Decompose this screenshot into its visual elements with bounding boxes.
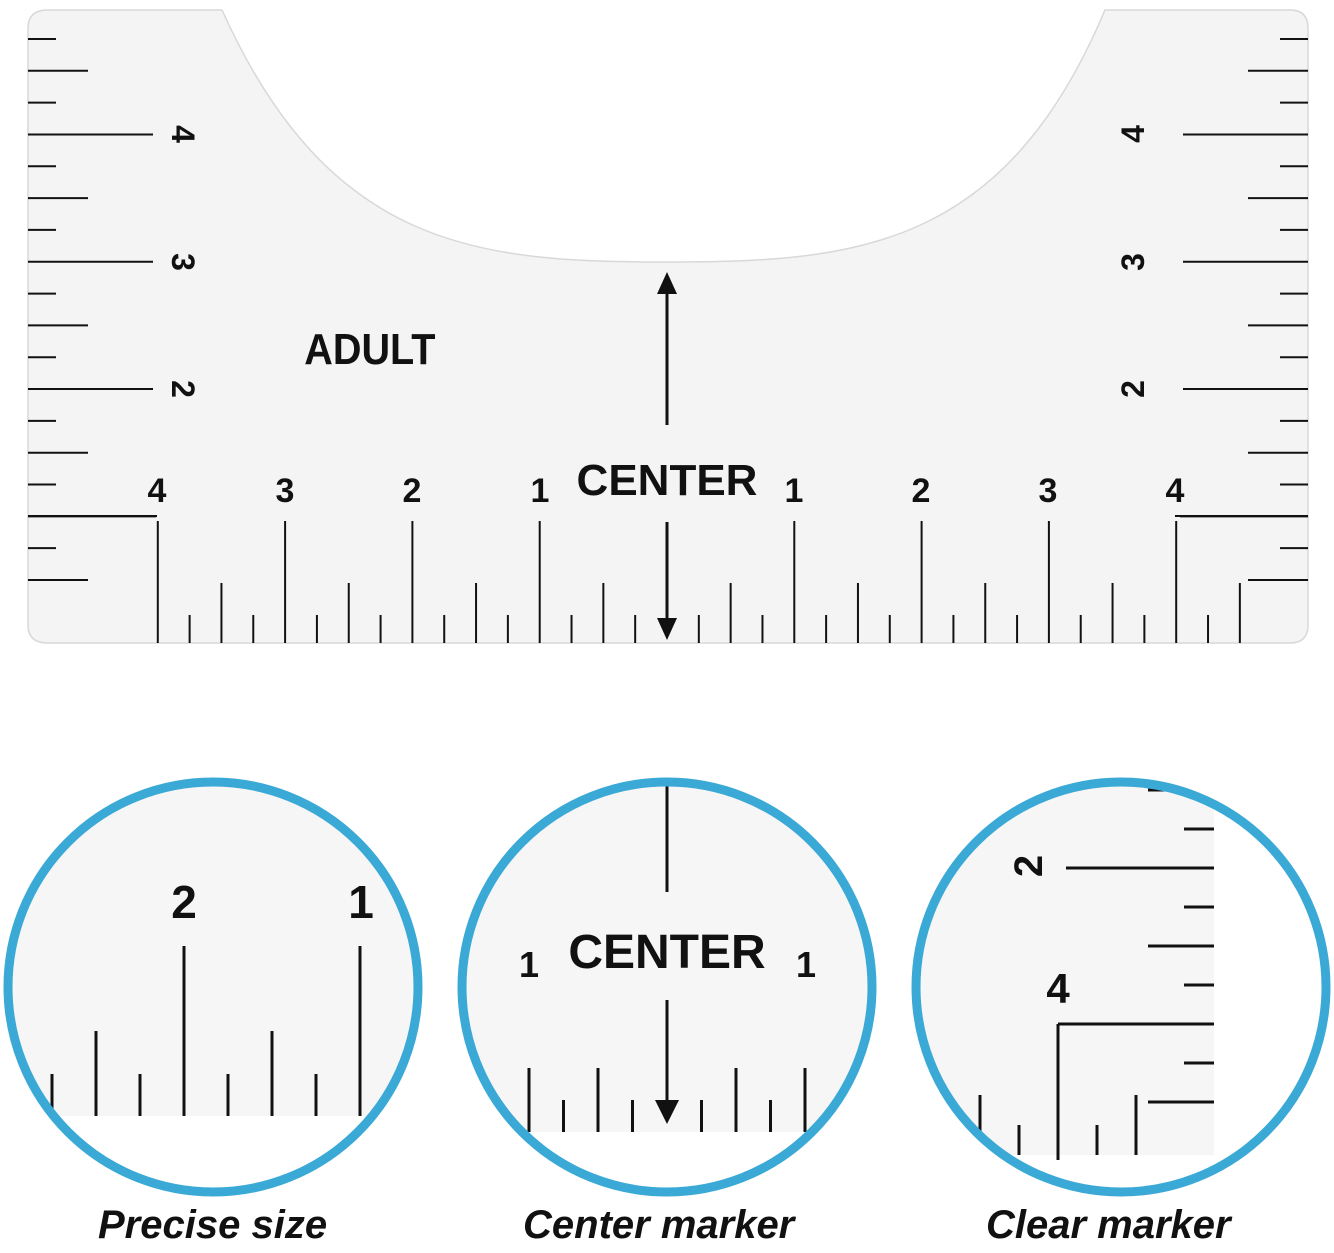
size-label: ADULT — [304, 324, 436, 373]
bottom-number-left-1: 1 — [531, 472, 550, 510]
center-arrow — [657, 272, 677, 640]
detail-circle-precise-size: 2 1 — [3, 777, 423, 1197]
bottom-number-left-3: 3 — [276, 472, 295, 510]
zoom-ticks-a — [8, 946, 406, 1116]
right-side-number-2: 2 — [1115, 380, 1151, 398]
tshirt-alignment-ruler: ADULT CENTER 4 3 2 1 1 2 3 4 4 3 2 4 3 2 — [27, 9, 1309, 644]
zoom-number-4: 4 — [1046, 965, 1070, 1012]
bottom-number-right-2: 2 — [912, 472, 931, 510]
bottom-number-left-2: 2 — [403, 472, 422, 510]
zoom-center-label: CENTER — [568, 926, 765, 979]
right-side-number-3: 3 — [1115, 253, 1151, 271]
bottom-number-right-1: 1 — [785, 472, 804, 510]
right-side-number-4: 4 — [1115, 125, 1151, 143]
left-side-number-4: 4 — [165, 125, 201, 143]
bottom-number-right-3: 3 — [1039, 472, 1058, 510]
left-side-numbers: 4 3 2 — [165, 125, 201, 398]
zoom-number-1: 1 — [348, 876, 374, 928]
left-side-number-2: 2 — [165, 380, 201, 398]
caption-precise-size: Precise size — [98, 1203, 328, 1247]
bottom-number-left-4: 4 — [148, 472, 167, 510]
bottom-scale-numbers: 4 3 2 1 1 2 3 4 — [148, 472, 1185, 510]
detail-circle-center-marker: CENTER 1 1 — [457, 777, 877, 1197]
detail-circle-clear-marker: 2 4 — [911, 777, 1331, 1197]
bottom-number-right-4: 4 — [1166, 472, 1185, 510]
ruler-ticks — [28, 37, 1308, 643]
caption-clear-marker: Clear marker — [986, 1203, 1231, 1247]
zoom-number-2: 2 — [171, 876, 197, 928]
right-side-numbers: 4 3 2 — [1115, 125, 1151, 398]
caption-center-marker: Center marker — [523, 1203, 795, 1247]
zoom-number-left-1: 1 — [519, 944, 539, 985]
zoom-number-right-1: 1 — [796, 944, 816, 985]
center-label: CENTER — [577, 456, 758, 505]
left-side-number-3: 3 — [165, 253, 201, 271]
zoom-side-number-2: 2 — [1007, 855, 1051, 877]
